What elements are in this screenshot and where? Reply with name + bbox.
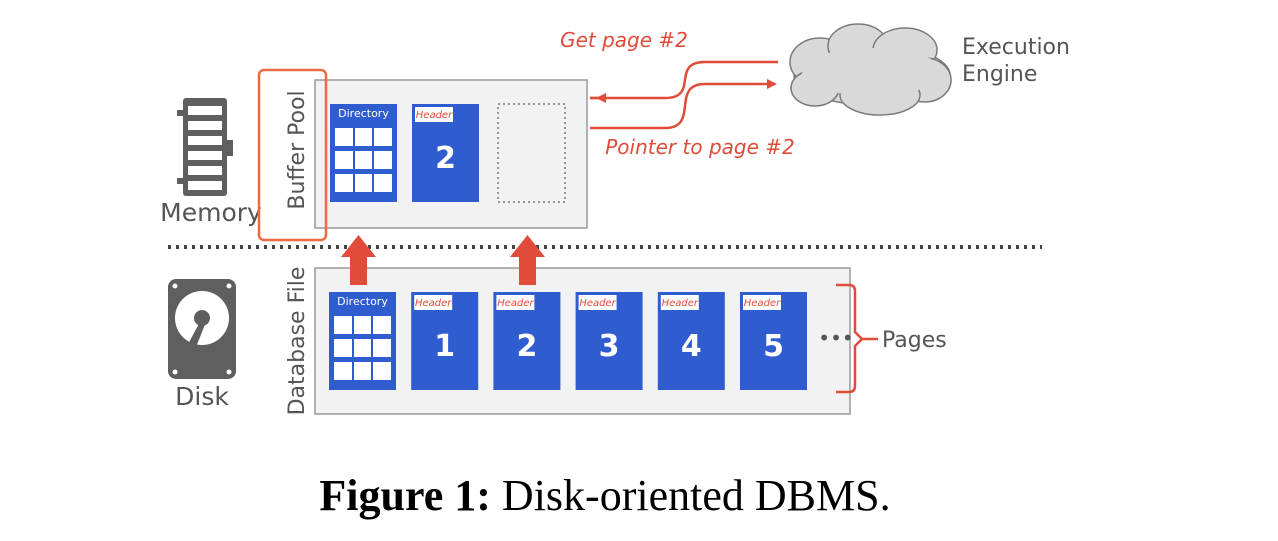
page-header-label: Header: [744, 298, 781, 309]
caption-prefix: Figure 1:: [319, 471, 491, 520]
directory-label: Directory: [337, 295, 388, 308]
page-number: 2: [435, 141, 456, 176]
execution-engine-label-line1: Execution: [962, 35, 1070, 60]
page-header-label: Header: [579, 298, 616, 309]
page-header-label: Header: [415, 298, 452, 309]
pages-label: Pages: [882, 328, 947, 353]
page-number: 3: [599, 329, 620, 364]
disk-label: Disk: [175, 382, 229, 411]
buffer-pool-pages: Directory Header 2: [330, 103, 566, 203]
page-header-label: Header: [416, 110, 453, 121]
load-arrow-page-2: [510, 235, 545, 285]
page-header-box: [414, 295, 453, 310]
page-number: 5: [763, 329, 784, 364]
execution-engine-label-line2: Engine: [962, 62, 1037, 87]
directory-slot-row: [334, 362, 391, 380]
figure-caption: Figure 1: Disk-oriented DBMS.: [0, 470, 1210, 521]
memory-icon: [177, 98, 233, 196]
directory-slot-row: [334, 316, 391, 334]
disk-icon: [168, 279, 236, 379]
pointer-connector: [590, 79, 777, 130]
directory-slot-row: [335, 174, 392, 192]
page-header-box: [578, 295, 617, 310]
page-header-box: [660, 295, 699, 310]
page-number: 1: [434, 329, 455, 364]
memory-label: Memory: [160, 198, 262, 227]
page-header-box: [415, 107, 453, 122]
page-header-label: Header: [662, 298, 699, 309]
database-file-pages: Directory Header 1 Header 2 Header 3 Header 4 Hea…: [329, 292, 807, 390]
load-arrow-directory: [341, 235, 376, 285]
more-pages-ellipsis: •••: [818, 326, 853, 350]
get-page-connector: [590, 60, 778, 100]
pointer-label: Pointer to page #2: [605, 135, 794, 159]
directory-slot-row: [335, 151, 392, 169]
page-number: 4: [681, 329, 702, 364]
page-number: 2: [516, 329, 537, 364]
get-page-label: Get page #2: [560, 28, 688, 52]
directory-label: Directory: [338, 107, 389, 120]
buffer-pool-highlight: [257, 68, 328, 242]
cloud-fill: [802, 48, 942, 96]
database-file-label: Database File: [285, 267, 310, 416]
page-header-box: [743, 295, 781, 310]
directory-slot-row: [334, 339, 391, 357]
buffer-pool-label: Buffer Pool: [285, 90, 310, 209]
page-header-label: Header: [497, 298, 534, 309]
caption-text: Disk-oriented DBMS.: [501, 471, 891, 520]
page-header-box: [496, 295, 535, 310]
empty-frame: [497, 103, 566, 203]
directory-slot-row: [335, 128, 392, 146]
